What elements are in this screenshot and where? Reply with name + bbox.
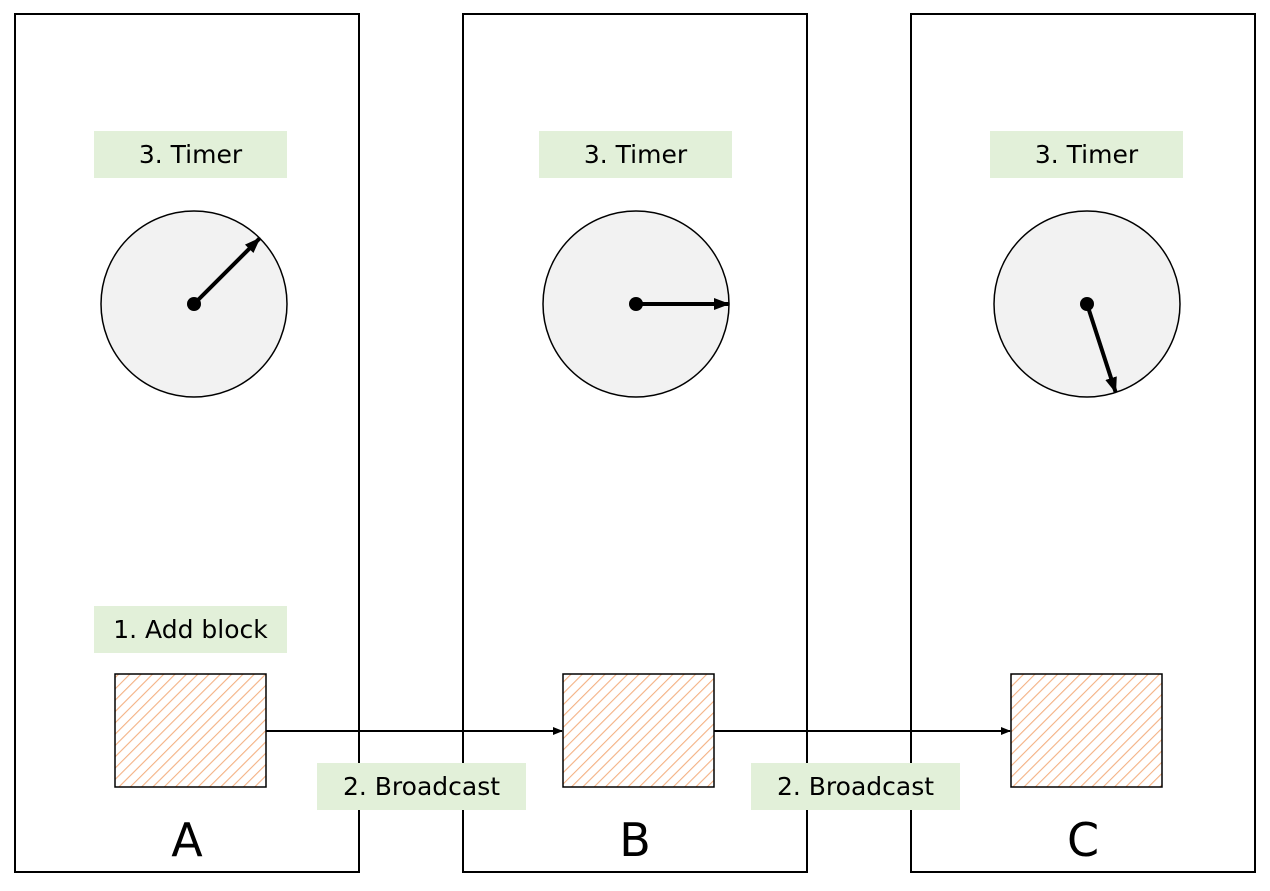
block-c: [1010, 673, 1163, 788]
clock-hand-a: [192, 236, 262, 306]
clock-b: [542, 210, 730, 398]
block-b: [562, 673, 715, 788]
timer-label-b: 3. Timer: [539, 131, 732, 178]
timer-label-c: 3. Timer: [990, 131, 1183, 178]
clock-c: [993, 210, 1181, 398]
broadcast-label-a-to-b: 2. Broadcast: [317, 763, 526, 810]
timer-label-a: 3. Timer: [94, 131, 287, 178]
block-a: [114, 673, 267, 788]
panel-letter-c: C: [1066, 813, 1100, 867]
clock-a: [100, 210, 288, 398]
panel-letter-b: B: [619, 813, 651, 867]
clock-hand-c: [1085, 303, 1118, 394]
broadcast-label-b-to-c: 2. Broadcast: [751, 763, 960, 810]
panel-letter-a: A: [171, 813, 203, 867]
add-block-label: 1. Add block: [94, 606, 287, 653]
